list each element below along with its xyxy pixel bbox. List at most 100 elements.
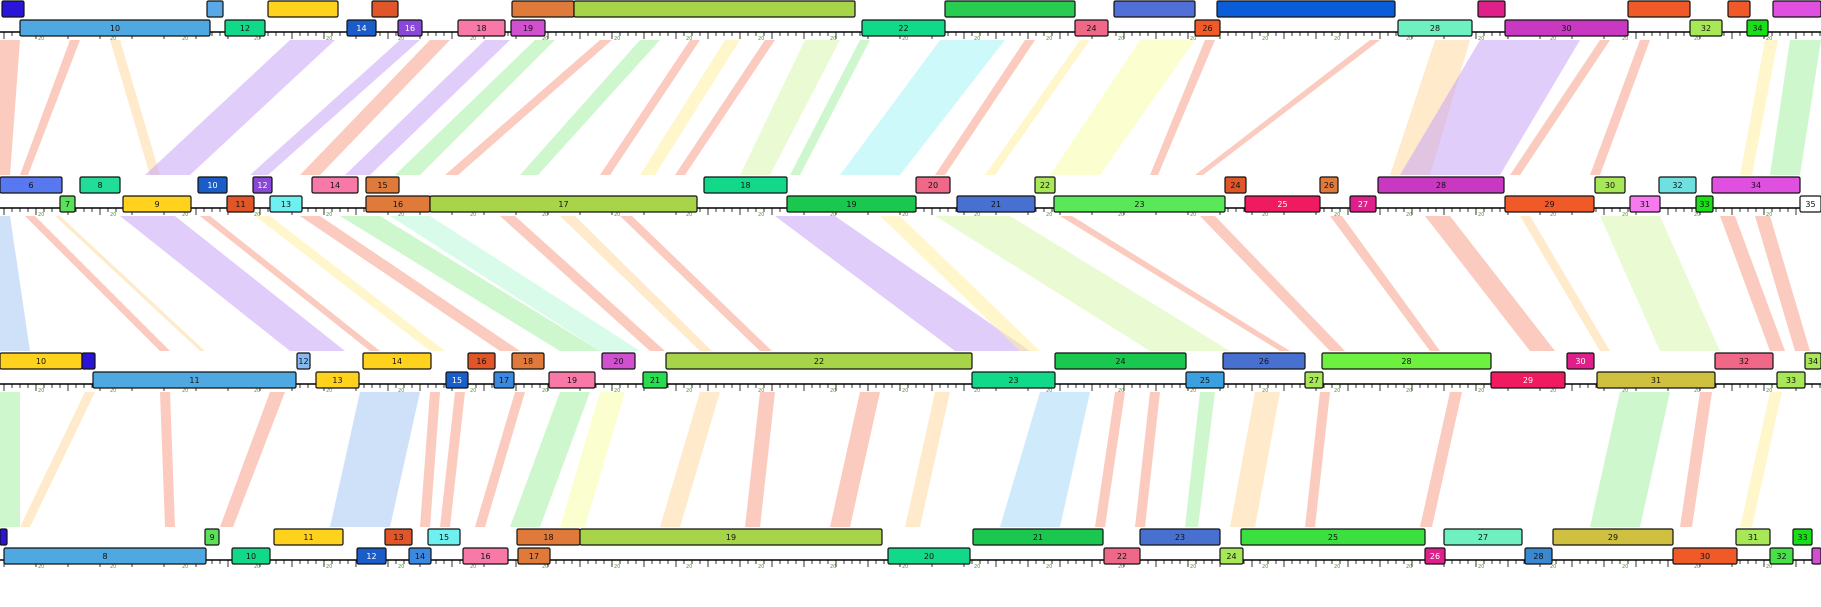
- gene-box[interactable]: 17: [517, 547, 551, 565]
- gene-rect[interactable]: [1074, 19, 1109, 37]
- gene-box[interactable]: 14: [311, 176, 359, 194]
- gene-box[interactable]: 11: [226, 195, 255, 213]
- gene-rect[interactable]: [1596, 371, 1716, 389]
- gene-box[interactable]: 20: [915, 176, 951, 194]
- gene-box[interactable]: 19: [579, 528, 883, 546]
- gene-rect[interactable]: [1113, 0, 1196, 18]
- gene-rect[interactable]: [642, 371, 668, 389]
- gene-rect[interactable]: [427, 528, 461, 546]
- gene-box[interactable]: 14: [408, 547, 432, 565]
- gene-box[interactable]: 24: [1219, 547, 1244, 565]
- gene-rect[interactable]: [19, 19, 211, 37]
- gene-box[interactable]: 14: [346, 19, 377, 37]
- gene-box[interactable]: 31: [1735, 528, 1771, 546]
- gene-rect[interactable]: [1244, 195, 1321, 213]
- gene-box[interactable]: 19: [510, 19, 546, 37]
- gene-box[interactable]: 29: [1490, 371, 1566, 389]
- gene-box[interactable]: 6: [0, 176, 63, 194]
- gene-box[interactable]: 18: [511, 352, 545, 370]
- gene-box[interactable]: 34: [1804, 352, 1821, 370]
- gene-rect[interactable]: [92, 371, 297, 389]
- gene-rect[interactable]: [122, 195, 192, 213]
- gene-box[interactable]: 28: [1321, 352, 1492, 370]
- gene-box[interactable]: 11: [273, 528, 344, 546]
- gene-box[interactable]: 27: [1349, 195, 1377, 213]
- gene-box[interactable]: 14: [362, 352, 432, 370]
- gene-box[interactable]: [1627, 0, 1691, 18]
- gene-rect[interactable]: [1490, 371, 1566, 389]
- gene-rect[interactable]: [493, 371, 515, 389]
- gene-rect[interactable]: [1811, 547, 1821, 565]
- gene-rect[interactable]: [269, 195, 303, 213]
- gene-box[interactable]: [371, 0, 399, 18]
- gene-rect[interactable]: [445, 371, 469, 389]
- gene-box[interactable]: 12: [224, 19, 266, 37]
- gene-box[interactable]: 13: [269, 195, 303, 213]
- gene-box[interactable]: 16: [462, 547, 509, 565]
- gene-rect[interactable]: [956, 195, 1036, 213]
- gene-rect[interactable]: [1054, 352, 1187, 370]
- gene-box[interactable]: 22: [1034, 176, 1056, 194]
- gene-rect[interactable]: [1566, 352, 1595, 370]
- gene-box[interactable]: [1477, 0, 1506, 18]
- gene-box[interactable]: 20: [601, 352, 636, 370]
- gene-box[interactable]: 17: [493, 371, 515, 389]
- gene-rect[interactable]: [511, 0, 575, 18]
- gene-rect[interactable]: [226, 195, 255, 213]
- gene-rect[interactable]: [1216, 0, 1396, 18]
- gene-rect[interactable]: [311, 176, 359, 194]
- gene-box[interactable]: 18: [516, 528, 581, 546]
- gene-box[interactable]: 34: [1746, 19, 1769, 37]
- gene-rect[interactable]: [252, 176, 273, 194]
- gene-box[interactable]: 24: [1224, 176, 1247, 194]
- gene-rect[interactable]: [1224, 176, 1247, 194]
- gene-box[interactable]: 9: [204, 528, 220, 546]
- gene-box[interactable]: [944, 0, 1076, 18]
- gene-rect[interactable]: [408, 547, 432, 565]
- gene-rect[interactable]: [1552, 528, 1674, 546]
- gene-rect[interactable]: [1477, 0, 1506, 18]
- gene-rect[interactable]: [1769, 547, 1794, 565]
- gene-rect[interactable]: [429, 195, 698, 213]
- gene-box[interactable]: [1772, 0, 1821, 18]
- gene-rect[interactable]: [1727, 0, 1751, 18]
- gene-box[interactable]: 10: [19, 19, 211, 37]
- gene-rect[interactable]: [579, 528, 883, 546]
- gene-box[interactable]: 27: [1443, 528, 1523, 546]
- gene-rect[interactable]: [1735, 528, 1771, 546]
- gene-rect[interactable]: [665, 352, 973, 370]
- gene-rect[interactable]: [1504, 19, 1629, 37]
- gene-box[interactable]: 31: [1596, 371, 1716, 389]
- gene-box[interactable]: [1, 0, 25, 18]
- gene-rect[interactable]: [204, 528, 220, 546]
- gene-box[interactable]: 23: [1139, 528, 1221, 546]
- gene-box[interactable]: 26: [1319, 176, 1339, 194]
- gene-box[interactable]: 32: [1714, 352, 1774, 370]
- gene-rect[interactable]: [517, 547, 551, 565]
- gene-rect[interactable]: [972, 528, 1104, 546]
- gene-rect[interactable]: [315, 371, 360, 389]
- gene-rect[interactable]: [231, 547, 271, 565]
- gene-rect[interactable]: [548, 371, 596, 389]
- gene-rect[interactable]: [915, 176, 951, 194]
- gene-box[interactable]: 33: [1792, 528, 1813, 546]
- gene-box[interactable]: 10: [197, 176, 228, 194]
- gene-rect[interactable]: [462, 547, 509, 565]
- gene-box[interactable]: 32: [1689, 19, 1723, 37]
- gene-rect[interactable]: [573, 0, 856, 18]
- gene-rect[interactable]: [1504, 195, 1595, 213]
- gene-box[interactable]: 30: [1594, 176, 1626, 194]
- gene-rect[interactable]: [1804, 352, 1821, 370]
- gene-box[interactable]: [267, 0, 339, 18]
- gene-box[interactable]: 19: [786, 195, 917, 213]
- gene-rect[interactable]: [59, 195, 76, 213]
- gene-box[interactable]: [1727, 0, 1751, 18]
- gene-box[interactable]: 18: [703, 176, 788, 194]
- gene-box[interactable]: [1216, 0, 1396, 18]
- gene-rect[interactable]: [346, 19, 377, 37]
- gene-rect[interactable]: [1594, 176, 1626, 194]
- gene-rect[interactable]: [1792, 528, 1813, 546]
- gene-box[interactable]: 22: [665, 352, 973, 370]
- gene-rect[interactable]: [0, 176, 63, 194]
- gene-rect[interactable]: [1034, 176, 1056, 194]
